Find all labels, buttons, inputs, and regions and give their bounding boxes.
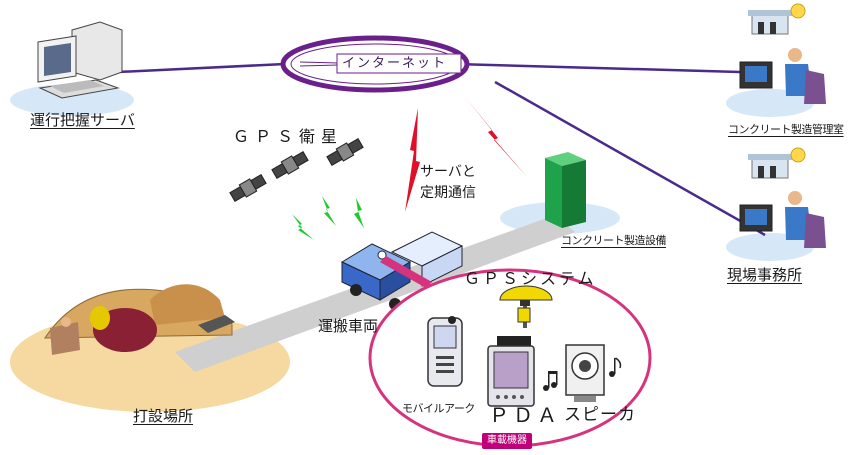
onboard-badge: 車載機器 — [482, 433, 532, 449]
speaker-label: スピーカ — [564, 405, 636, 425]
pda-icon — [487, 336, 535, 407]
mobile-arc-label: モバイルアーク — [402, 402, 475, 415]
gps-signal-lightning — [292, 196, 364, 240]
site-office-icon — [739, 147, 826, 248]
placement-site-icon — [44, 284, 235, 355]
management-room-icon — [739, 3, 826, 104]
gps-antenna-icon — [499, 285, 553, 328]
network-lines — [117, 62, 766, 237]
concrete-plant-label: コンクリート製造設備 — [561, 234, 667, 247]
onboard-connector — [380, 256, 432, 288]
server-computer-icon — [37, 21, 123, 99]
concrete-management-label: コンクリート製造管理室 — [728, 123, 844, 136]
transport-vehicle-label: 運搬車両 — [318, 317, 379, 335]
comm-lightning — [405, 98, 528, 212]
server-shadow — [10, 84, 134, 116]
mobile-phone-icon — [427, 316, 463, 387]
transport-vehicle-icon — [340, 231, 464, 310]
comm-label-line2: 定期通信 — [420, 185, 476, 201]
gps-satellites-icon — [229, 137, 364, 203]
pda-label: ＰＤＡ — [489, 403, 561, 427]
concrete-plant-icon — [545, 152, 586, 228]
site-office-label: 現場事務所 — [727, 266, 803, 284]
comm-label-line1: サーバと — [420, 164, 476, 180]
internet-label: インターネット — [342, 56, 448, 71]
placement-site-label: 打設場所 — [133, 407, 194, 425]
onboard-title: ＧＰＳシステム — [464, 269, 597, 288]
music-note-icon — [543, 357, 622, 391]
operation-server-label: 運行把握サーバ — [30, 111, 135, 129]
internet-label-box — [336, 53, 462, 74]
gps-satellites-label: ＧＰＳ衛星 — [233, 127, 344, 146]
speaker-icon — [565, 344, 605, 402]
